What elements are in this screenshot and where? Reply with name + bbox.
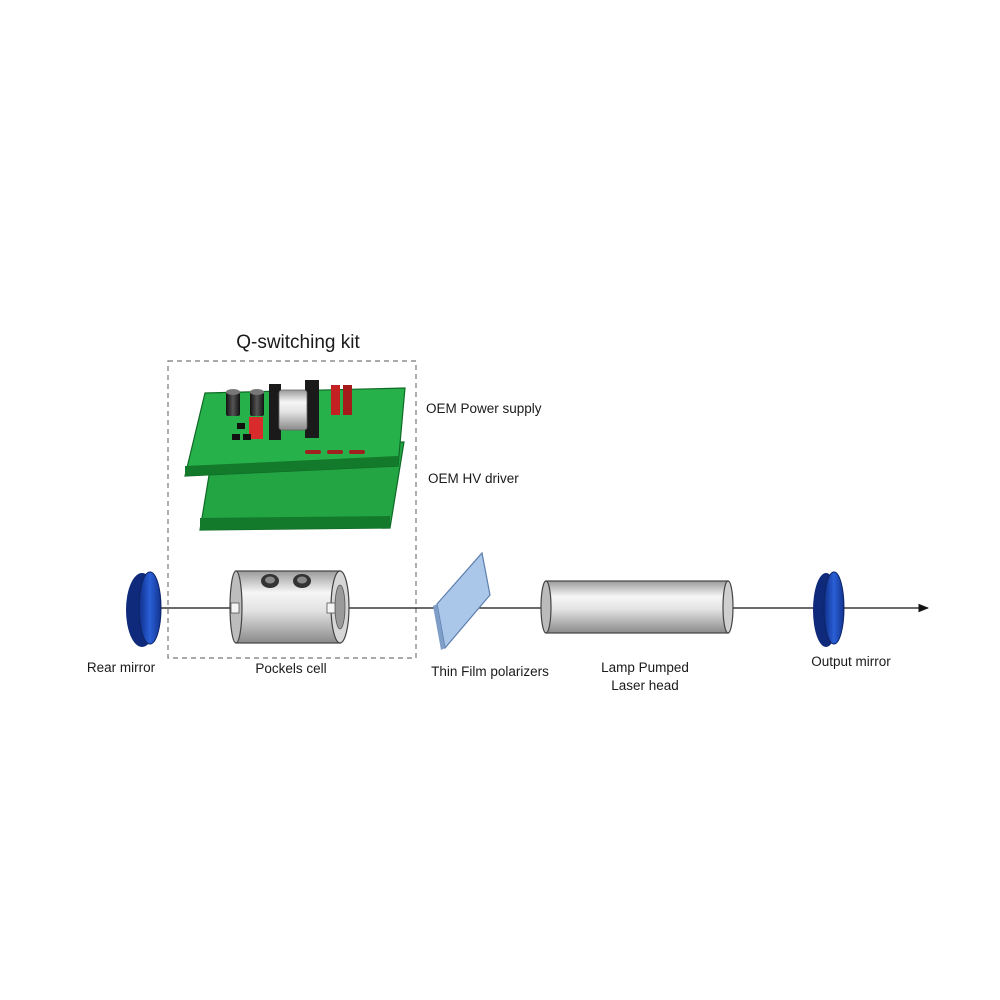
laser-head — [540, 580, 734, 634]
resistor-icon — [349, 450, 365, 454]
resistor-icon — [327, 450, 343, 454]
transformer-post-icon — [305, 380, 319, 438]
chip-icon — [232, 434, 240, 440]
resistor-icon — [305, 450, 321, 454]
pockels-cell-label: Pockels cell — [255, 661, 326, 676]
q-switching-kit-box — [167, 360, 417, 659]
pockels-cell — [229, 570, 350, 644]
capacitor-icon — [226, 389, 264, 416]
laser-head-label-line1: Lamp Pumped — [601, 660, 689, 675]
transformer-post-icon — [269, 384, 281, 440]
red-component-icon — [331, 385, 340, 415]
chip-icon — [237, 423, 245, 429]
laser-head-label-line2: Laser head — [611, 678, 679, 693]
thin-film-polarizer — [433, 551, 491, 650]
power-supply-board — [184, 380, 406, 477]
transformer-coil-icon — [278, 389, 308, 431]
power-supply-label: OEM Power supply — [426, 401, 542, 416]
output-mirror — [813, 571, 845, 647]
chip-icon — [243, 434, 251, 440]
red-component-icon — [343, 385, 352, 415]
rear-mirror-label: Rear mirror — [87, 660, 156, 675]
q-switching-kit-title: Q-switching kit — [236, 332, 360, 353]
red-component-icon — [249, 417, 263, 439]
rear-mirror — [126, 571, 162, 647]
hv-driver-label: OEM HV driver — [428, 471, 519, 486]
output-mirror-label: Output mirror — [811, 654, 891, 669]
polarizer-label: Thin Film polarizers — [431, 664, 549, 679]
